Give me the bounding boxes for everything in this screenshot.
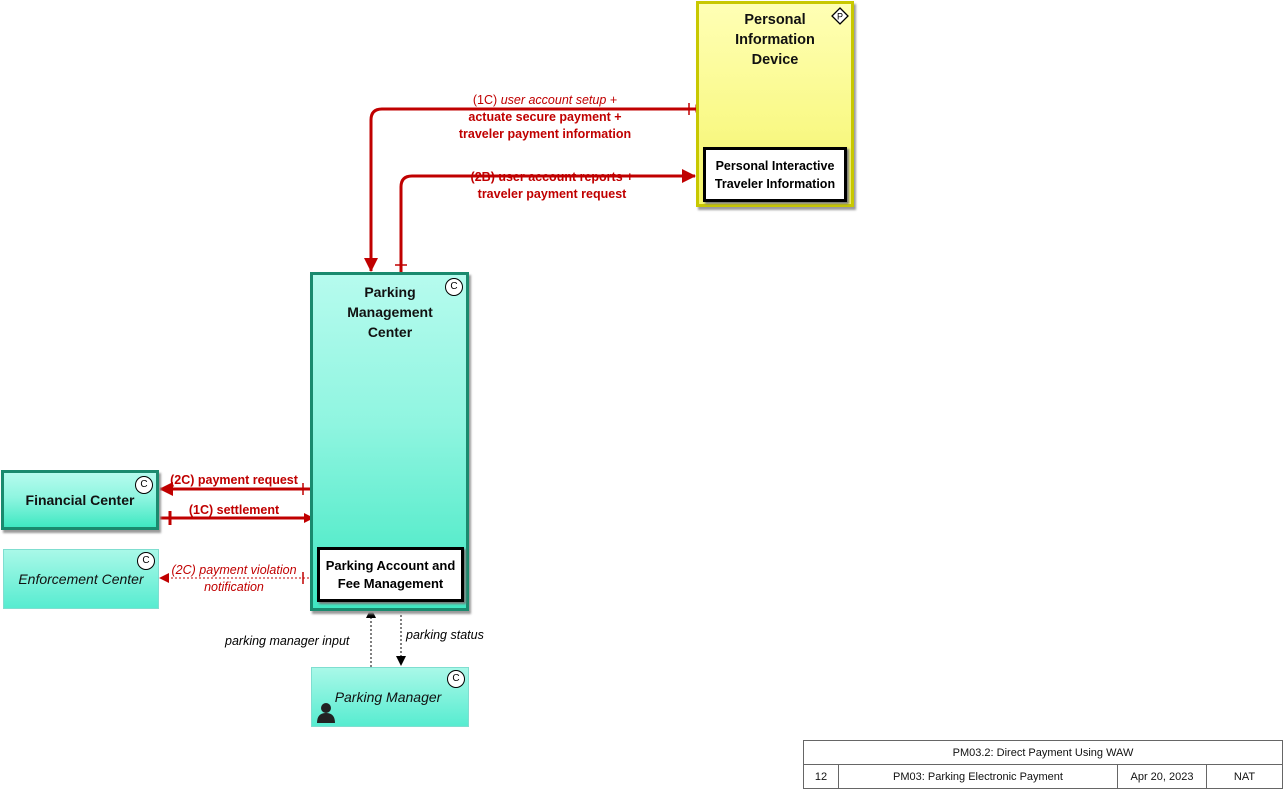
flow-label-payment-request: (2C) payment request (170, 473, 298, 487)
legend-package: PM03: Parking Electronic Payment (838, 764, 1118, 789)
legend-title: PM03.2: Direct Payment Using WAW (803, 740, 1283, 765)
flow-user-account-reports (399, 169, 696, 274)
flow-label-settlement: (1C) settlement (188, 503, 280, 517)
pid-title: Personal Information Device (735, 12, 815, 68)
legend-date: Apr 20, 2023 (1117, 764, 1207, 789)
pmc-badge-icon: C (445, 278, 463, 296)
enforcement-center-title: Enforcement Center (18, 571, 144, 587)
flow-label-user-account-reports: (2B) user account reports + traveler pay… (470, 170, 634, 201)
svg-text:P: P (837, 12, 843, 22)
flow-user-account-setup (364, 107, 699, 272)
enforcement-badge-icon: C (137, 552, 155, 570)
flow-label-user-account-setup: (1C) user account setup + actuate secure… (458, 93, 632, 141)
flow-label-parking-manager-input: parking manager input (225, 634, 350, 648)
financial-center-node[interactable]: Financial Center C (1, 470, 159, 530)
financial-badge-icon: C (135, 476, 153, 494)
diagram-legend: PM03.2: Direct Payment Using WAW 12 PM03… (803, 740, 1283, 789)
flow-label-parking-status: parking status (406, 628, 484, 642)
pmc-title: Parking Management Center (347, 284, 433, 340)
parking-account-fee-management[interactable]: Parking Account and Fee Management (317, 547, 464, 602)
legend-scope: NAT (1206, 764, 1283, 789)
personal-information-device-node[interactable]: Personal Information Device P Personal I… (696, 1, 854, 207)
personal-interactive-traveler-information[interactable]: Personal Interactive Traveler Informatio… (703, 147, 847, 202)
person-icon (315, 701, 337, 723)
financial-center-title: Financial Center (25, 492, 135, 508)
enforcement-center-node[interactable]: Enforcement Center C (3, 549, 159, 609)
parking-manager-node[interactable]: Parking Manager C (311, 667, 469, 727)
parking-manager-title: Parking Manager (334, 689, 442, 705)
flow-label-payment-violation: (2C) payment violation notification (171, 563, 297, 594)
legend-number: 12 (803, 764, 839, 789)
parking-manager-badge-icon: C (447, 670, 465, 688)
pid-badge-icon: P (831, 7, 849, 25)
parking-management-center-node[interactable]: Parking Management Center C Parking Acco… (310, 272, 469, 611)
